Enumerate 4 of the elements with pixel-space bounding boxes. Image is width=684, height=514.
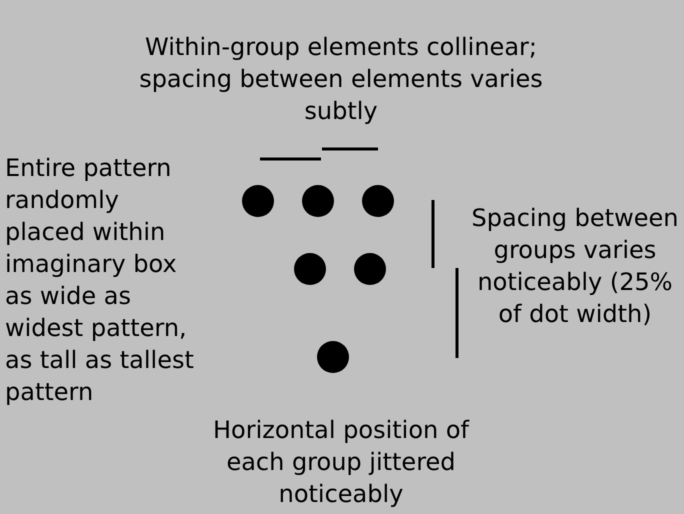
annotation-text: Spacing between groups varies noticeably (25% of dot width): [470, 203, 680, 330]
annotation-text: Entire pattern randomly placed within imaginary box as wide as widest pattern, as tall as tallest pattern: [5, 153, 195, 408]
annotation-text: Within-group elements collinear; spacing between elements varies subtly: [138, 32, 544, 127]
annotation-text: Horizontal position of each group jittered noticeably: [212, 415, 470, 510]
